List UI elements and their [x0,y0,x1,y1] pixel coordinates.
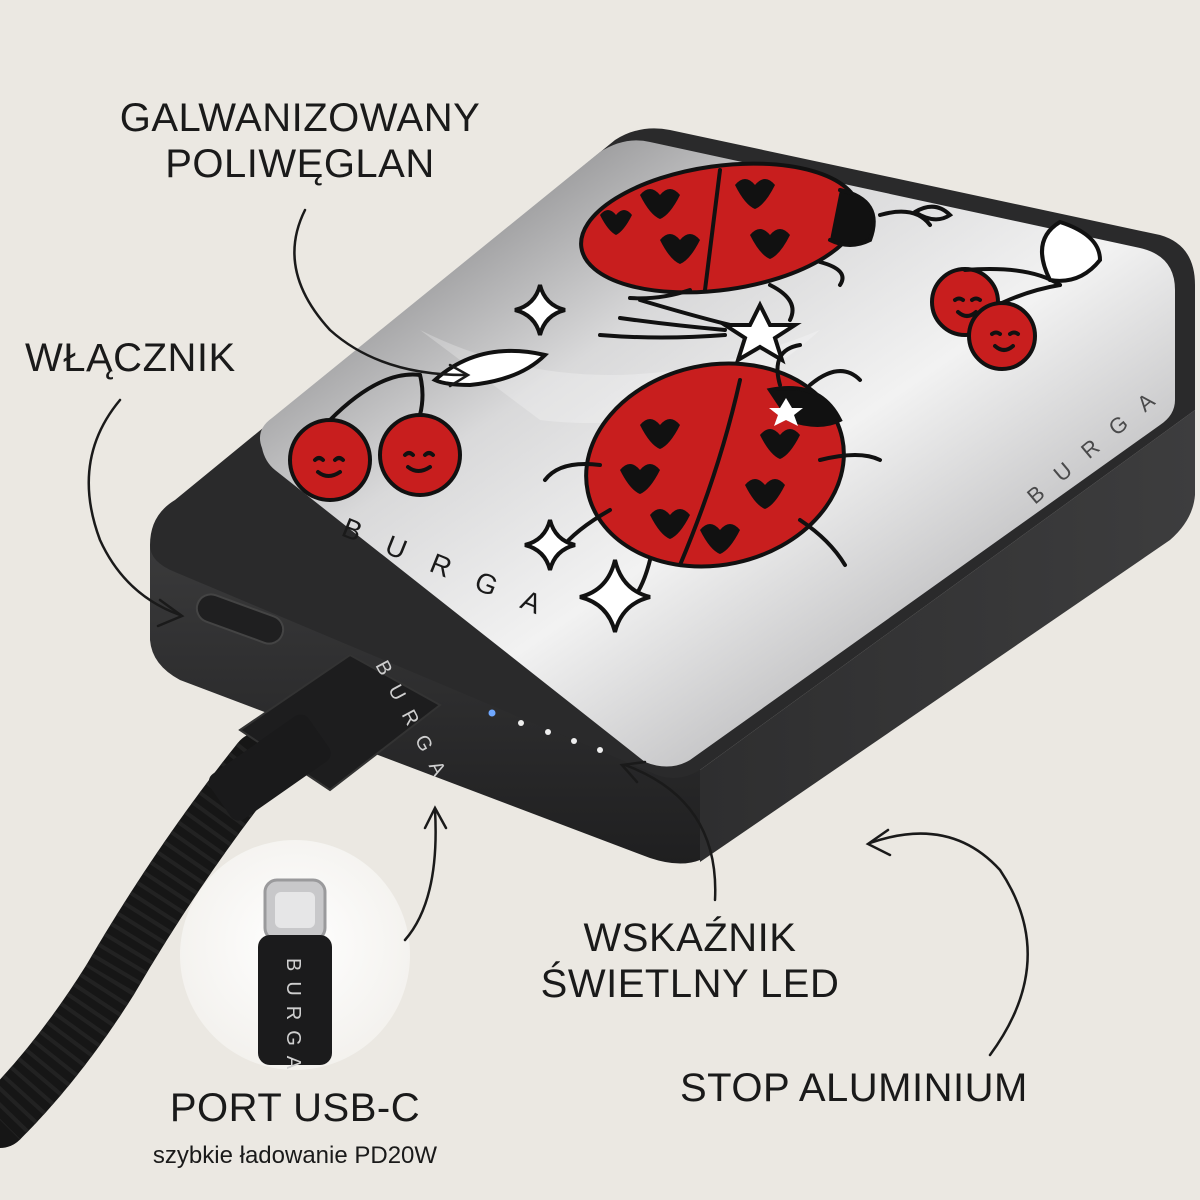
callout-led-line2: ŚWIETLNY LED [540,962,840,1006]
arrow-usb [403,808,437,942]
ladybug-top-icon [579,161,954,322]
callout-polycarbonate-line1: GALWANIZOWANY [119,96,481,140]
callout-arrows [87,208,1029,1057]
usb-c-inset [180,840,410,1070]
callout-usb-title: PORT USB-C [169,1086,421,1130]
callout-polycarbonate-line2: POLIWĘGLAN [165,142,435,186]
arrow-aluminium [868,832,1029,1057]
callout-led: WSKAŹNIK ŚWIETLNY LED [520,915,860,1007]
cherries-right-icon [930,219,1103,371]
device-right-side [700,410,1195,862]
sparkle-icon [514,284,566,336]
power-button[interactable] [193,590,287,647]
sparkle-icon-2 [524,519,576,571]
arrow-polycarbonate [293,208,467,377]
callout-led-line1: WSKAŹNIK [583,916,797,960]
callout-usb-subtitle: szybkie ładowanie PD20W [152,1142,438,1169]
ladybug-artwork [288,161,1103,633]
usb-c-cable [0,653,442,1148]
callout-power-button: WŁĄCZNIK [25,336,236,380]
arrow-led [623,763,717,902]
shooting-star-icon [718,300,802,365]
sparkle-icon-3 [579,559,651,633]
arrow-power-button [87,398,182,617]
callout-polycarbonate: GALWANIZOWANY POLIWĘGLAN [100,95,500,187]
led-indicators [488,709,603,753]
callout-aluminium: STOP ALUMINIUM [680,1066,1028,1110]
inset-logo: BURGA [282,958,304,1079]
ladybug-main-icon [543,343,882,612]
cherries-left-icon [288,348,549,502]
